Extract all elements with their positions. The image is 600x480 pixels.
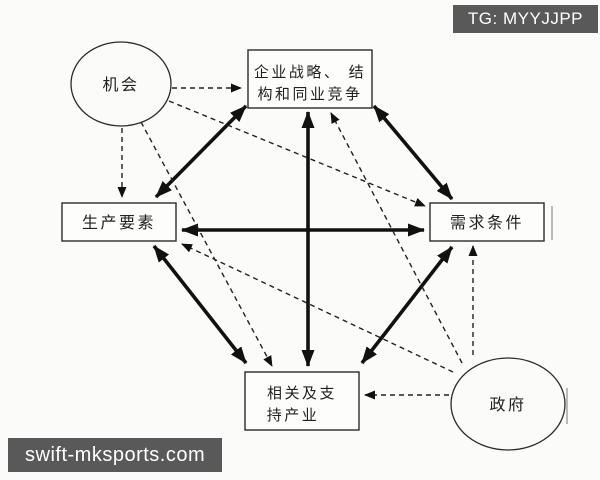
edge-strategy-factors [154,104,248,199]
edge-government-strategy [330,112,463,364]
government-label: 政府 [489,395,526,414]
demand-label: 需求条件 [450,213,524,232]
node-chance: 机会 [70,41,172,127]
factors-box [61,202,177,242]
demand-box [429,202,545,242]
related-box [244,371,360,431]
government-ellipse [450,357,566,451]
node-strategy: 企业战略、 结 构和同业竞争 [247,49,373,109]
edge-chance-demand [168,100,426,207]
related-label-line2: 持产业 [267,406,320,424]
edge-demand-related [360,245,454,365]
chance-ellipse [70,41,172,127]
related-label-line1: 相关及支 [267,384,337,402]
edge-government-factors [181,243,454,373]
edge-factors-related [152,244,248,365]
strategy-box [247,49,373,109]
node-factors: 生产要素 [61,202,177,242]
node-demand: 需求条件 [429,202,545,242]
chance-label: 机会 [102,75,139,94]
edge-strategy-demand [372,104,454,201]
edge-chance-related [140,121,273,367]
strategy-label-line2: 构和同业竞争 [257,85,362,103]
factors-label: 生产要素 [82,213,156,232]
node-related: 相关及支 持产业 [244,371,360,431]
strategy-label-line1: 企业战略、 结 [254,63,366,81]
watermark-telegram-badge: TG: MYYJJPP [452,5,598,33]
watermark-site-badge: swift-mksports.com [8,438,223,472]
node-government: 政府 [450,357,566,451]
